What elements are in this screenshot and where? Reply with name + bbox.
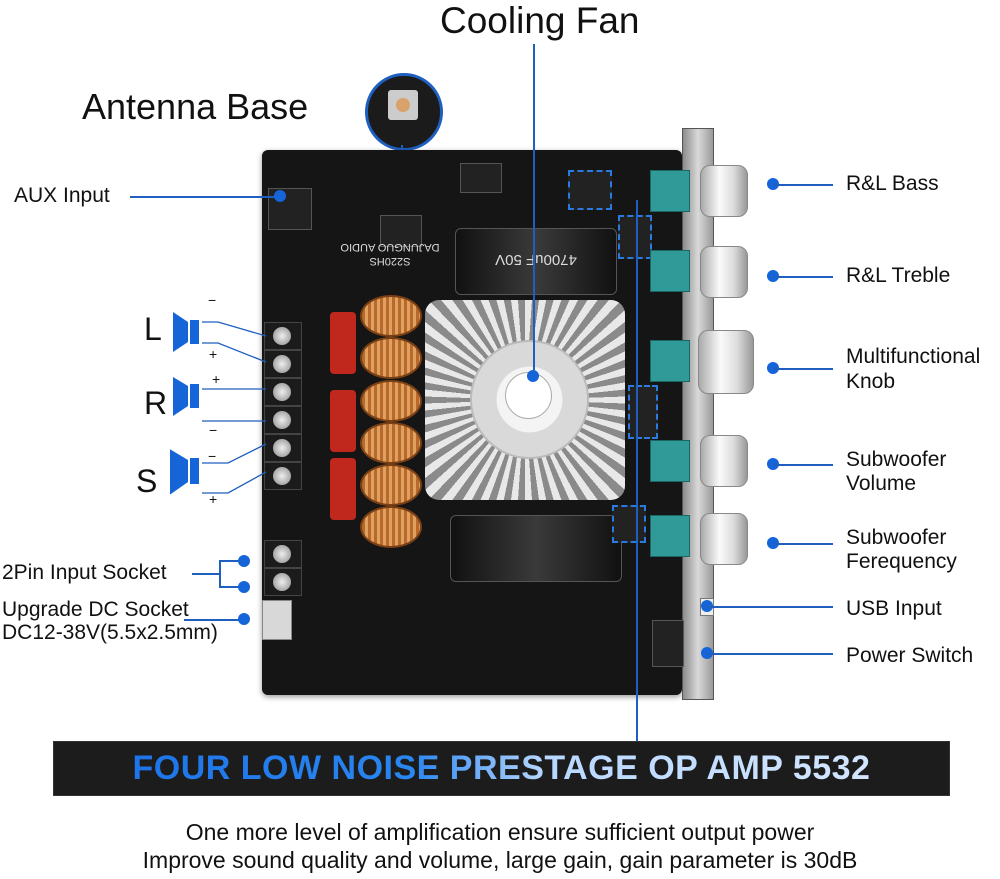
speaker-right-letter: R bbox=[144, 385, 168, 421]
power-terminal bbox=[264, 540, 302, 568]
speaker-terminal bbox=[264, 406, 302, 434]
regulator-chip bbox=[460, 163, 502, 193]
pin-socket-dot bbox=[238, 581, 250, 593]
pot-sub-frequency bbox=[650, 515, 690, 557]
bt-chip bbox=[380, 215, 422, 247]
pin-input-socket-label: 2Pin Input Socket bbox=[2, 561, 167, 584]
antenna-magnifier bbox=[365, 73, 443, 151]
film-capacitor bbox=[330, 458, 356, 520]
multifunctional-label-1: Multifunctional bbox=[846, 345, 981, 368]
treble-knob[interactable] bbox=[700, 246, 748, 298]
subwoofer-volume-label-1: Subwoofer bbox=[846, 448, 947, 471]
aux-input-dot bbox=[274, 190, 286, 202]
pot-bass bbox=[650, 170, 690, 212]
power-terminal bbox=[264, 568, 302, 596]
pin-socket-dot bbox=[238, 555, 250, 567]
subwoofer-frequency-label-2: Ferequency bbox=[846, 550, 957, 573]
power-switch-label: Power Switch bbox=[846, 644, 974, 667]
sign-left-top: − bbox=[208, 292, 217, 308]
inductor-coil bbox=[360, 380, 422, 422]
rl-bass-label: R&L Bass bbox=[846, 172, 939, 195]
antenna-base-title: Antenna Base bbox=[82, 86, 309, 127]
speaker-terminal bbox=[264, 350, 302, 378]
cooling-fan-title: Cooling Fan bbox=[440, 0, 640, 41]
pot-multifunction bbox=[650, 340, 690, 382]
sign-sub-top: − bbox=[208, 448, 217, 464]
description-line-1: One more level of amplification ensure s… bbox=[185, 819, 815, 845]
pot-treble bbox=[650, 250, 690, 292]
speaker-sub-letter: S bbox=[136, 463, 158, 499]
op-amp-chip bbox=[618, 215, 652, 259]
sign-left-bottom: + bbox=[209, 346, 218, 362]
speaker-icon-right bbox=[173, 377, 199, 416]
subwoofer-frequency-label-1: Subwoofer bbox=[846, 526, 947, 549]
usb-input-label: USB Input bbox=[846, 597, 942, 620]
sign-right-top: + bbox=[212, 371, 221, 387]
subwoofer-frequency-knob[interactable] bbox=[700, 513, 748, 565]
film-capacitor bbox=[330, 312, 356, 374]
film-capacitor bbox=[330, 390, 356, 452]
multifunctional-label-2: Knob bbox=[846, 370, 896, 393]
dc-socket-label-2: DC12-38V(5.5x2.5mm) bbox=[2, 621, 218, 644]
dc-socket bbox=[262, 600, 292, 640]
op-amp-banner: FOUR LOW NOISE PRESTAGE OP AMP 5532 bbox=[53, 741, 950, 796]
capacitor-label: 4700uF 50V bbox=[495, 251, 577, 268]
filter-capacitors bbox=[450, 515, 622, 582]
op-amp-chip bbox=[568, 170, 612, 210]
dc-socket-label-1: Upgrade DC Socket bbox=[2, 598, 189, 621]
speaker-terminal bbox=[264, 378, 302, 406]
inductor-coil bbox=[360, 464, 422, 506]
pcb-brand-text: S220HS DAJUNGUO AUDIO bbox=[330, 240, 450, 268]
inductor-coil bbox=[360, 506, 422, 548]
cooling-fan bbox=[470, 340, 589, 459]
speaker-icon-sub bbox=[170, 449, 199, 495]
dc-socket-dot bbox=[238, 613, 250, 625]
bass-knob[interactable] bbox=[700, 165, 748, 217]
speaker-wiring bbox=[170, 312, 267, 495]
sign-sub-bottom: + bbox=[209, 491, 218, 507]
op-amp-chip bbox=[628, 385, 658, 439]
banner-text: FOUR LOW NOISE PRESTAGE OP AMP 5532 bbox=[54, 742, 949, 795]
op-amp-chip bbox=[612, 505, 646, 543]
main-capacitor: 4700uF 50V bbox=[455, 228, 617, 295]
speaker-terminal bbox=[264, 434, 302, 462]
power-switch[interactable] bbox=[652, 620, 684, 667]
sign-right-bottom: − bbox=[209, 422, 218, 438]
multifunctional-knob[interactable] bbox=[698, 330, 754, 394]
inductor-coil bbox=[360, 422, 422, 464]
pcb-model: S220HS bbox=[369, 255, 411, 267]
speaker-terminal bbox=[264, 462, 302, 490]
subwoofer-volume-label-2: Volume bbox=[846, 472, 917, 495]
description-line-2: Improve sound quality and volume, large … bbox=[142, 847, 858, 873]
subwoofer-volume-knob[interactable] bbox=[700, 435, 748, 487]
inductor-coil bbox=[360, 337, 422, 379]
aux-input-label: AUX Input bbox=[14, 184, 110, 207]
cooling-fan-dot bbox=[527, 370, 539, 382]
pot-sub-volume bbox=[650, 440, 690, 482]
speaker-icon-left bbox=[173, 312, 199, 352]
front-panel bbox=[682, 128, 714, 700]
inductor-coil bbox=[360, 295, 422, 337]
rl-treble-label: R&L Treble bbox=[846, 264, 951, 287]
pcb-brand: DAJUNGUO AUDIO bbox=[340, 241, 440, 253]
speaker-left-letter: L bbox=[144, 311, 162, 347]
